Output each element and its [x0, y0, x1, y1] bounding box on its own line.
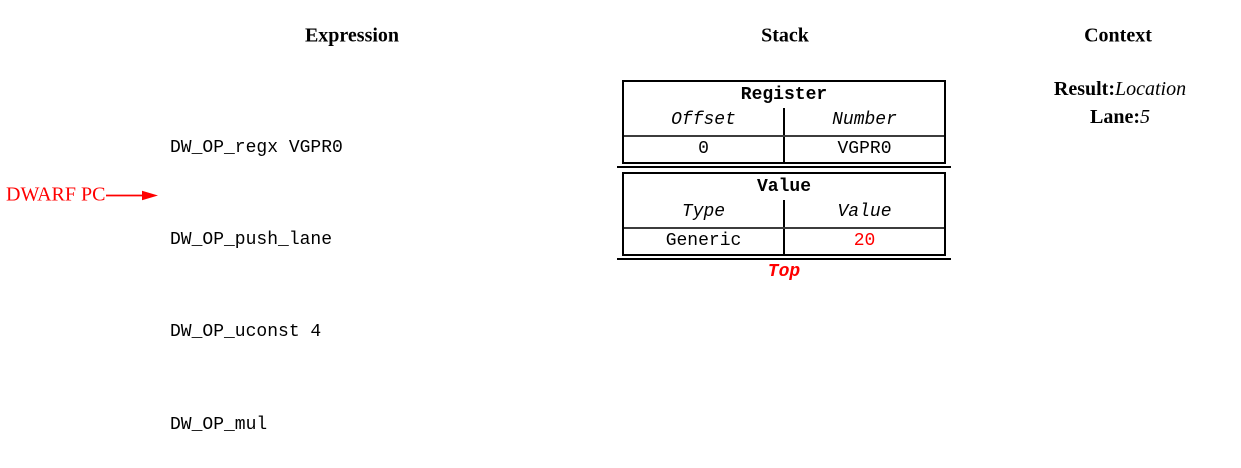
register-table-value-row: 0 VGPR0: [624, 135, 944, 162]
lane-label: Lane:: [1090, 105, 1140, 128]
register-table-header-row: Offset Number: [624, 108, 944, 135]
dwarf-pc-arrow-icon: [106, 190, 159, 200]
lane-value: 5: [1140, 105, 1150, 128]
expression-op: DW_OP_mul: [170, 414, 268, 435]
result-label: Result:: [1053, 78, 1115, 100]
value-table-header-row: Type Value: [624, 200, 944, 227]
stack-register-entry: Register Offset Number 0 VGPR0: [622, 80, 946, 164]
stack-column-title: Stack: [761, 24, 809, 47]
expression-op: DW_OP_push_lane: [170, 229, 333, 250]
value-type-header: Type: [624, 200, 785, 227]
register-table-title: Register: [740, 85, 828, 105]
value-table-title: Value: [756, 177, 811, 197]
stack-value-entry: Value Type Value Generic 20: [622, 172, 946, 256]
value-type-value: Generic: [624, 229, 785, 254]
register-offset-header: Offset: [624, 108, 785, 135]
stack-bottom-separator-line: [617, 258, 951, 260]
expression-list: DW_OP_regx VGPR0 DW_OP_push_lane DW_OP_u…: [170, 71, 343, 468]
context-block: Result:Location Lane:5: [1018, 76, 1222, 131]
dwarf-pc-label: DWARF PC: [6, 183, 106, 206]
result-value: Location: [1114, 78, 1187, 100]
expression-column-title: Expression: [304, 24, 400, 47]
stack-top-label: Top: [767, 262, 801, 282]
context-result-line: Result:Location: [1018, 76, 1222, 104]
value-value-value: 20: [853, 231, 876, 251]
expression-op: DW_OP_regx VGPR0: [170, 137, 343, 158]
value-table-value-row: Generic 20: [624, 227, 944, 254]
register-offset-value: 0: [624, 137, 785, 162]
context-column-title: Context: [1084, 24, 1152, 47]
register-number-value: VGPR0: [837, 139, 892, 159]
register-number-header: Number: [832, 110, 897, 130]
context-lane-line: Lane:5: [1018, 104, 1222, 132]
expression-op: DW_OP_uconst 4: [170, 322, 322, 343]
dwarf-pc-annotation: DWARF PC: [6, 183, 159, 207]
stack-entry-separator-line: [617, 166, 951, 168]
value-value-header: Value: [837, 202, 892, 222]
